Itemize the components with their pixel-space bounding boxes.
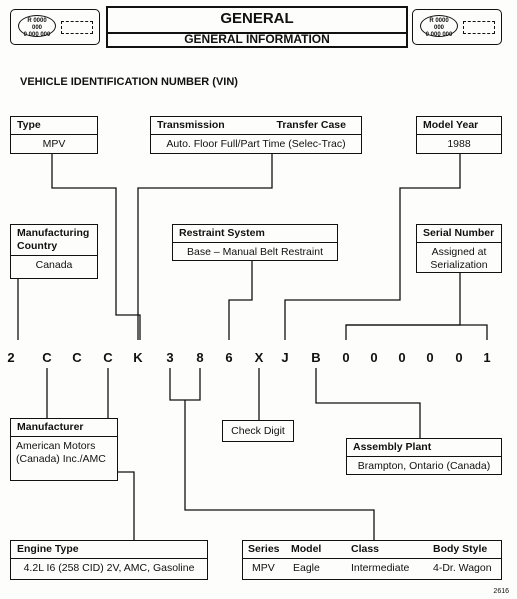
stamp-text: R 0000 — [429, 18, 449, 24]
model-value: Eagle — [293, 562, 320, 574]
vin-char: J — [281, 350, 289, 365]
body-style-label: Body Style — [433, 543, 488, 555]
series-value: MPV — [252, 562, 275, 574]
transmission-box: Transmission Transfer Case Auto. Floor F… — [150, 116, 362, 154]
type-value: MPV — [42, 138, 66, 150]
transfer-case-label: Transfer Case — [276, 119, 346, 131]
model-year-label: Model Year — [417, 117, 501, 135]
stamp-text: 0 000 000 — [425, 32, 453, 38]
vin-char: 2 — [7, 350, 15, 365]
connector-model-year — [284, 153, 461, 340]
vin-char: 6 — [225, 350, 233, 365]
vin-char: C — [103, 350, 113, 365]
vin-char: 3 — [166, 350, 174, 365]
connector-series — [184, 400, 375, 540]
assembly-label: Assembly Plant — [347, 439, 501, 457]
vin-char: 0 — [342, 350, 350, 365]
connector-serial-span — [346, 324, 488, 340]
mfg-country-label: Manufacturing Country — [11, 225, 97, 256]
stamp-text: R 0000 — [27, 18, 47, 24]
series-values: MPV Eagle Intermediate 4-Dr. Wagon — [243, 559, 501, 578]
manufacturer-box: Manufacturer American Motors (Canada) In… — [10, 418, 118, 481]
stamp-left: R 0000 000 0 000 000 — [10, 9, 100, 45]
model-year-value: 1988 — [447, 138, 471, 150]
type-label: Type — [11, 117, 97, 135]
check-digit-box: Check Digit — [222, 420, 294, 442]
connector-assembly — [315, 368, 421, 438]
serial-value: Assigned at Serialization — [430, 246, 488, 271]
manufacturer-label: Manufacturer — [11, 419, 117, 437]
engine-box: Engine Type 4.2L I6 (258 CID) 2V, AMC, G… — [10, 540, 208, 580]
restraint-box: Restraint System Base – Manual Belt Rest… — [172, 224, 338, 261]
page-subtitle: GENERAL INFORMATION — [184, 32, 330, 46]
stamp-oval: R 0000 000 0 000 000 — [420, 15, 458, 38]
vin-char: 0 — [426, 350, 434, 365]
vin-char: 0 — [370, 350, 378, 365]
vin-char: B — [311, 350, 321, 365]
transmission-header: Transmission Transfer Case — [151, 117, 361, 135]
class-value: Intermediate — [351, 562, 410, 574]
vin-char: C — [42, 350, 52, 365]
connector-restraint — [228, 260, 253, 340]
stamp-text: 0 000 000 — [23, 32, 51, 38]
stamp-dashed-box — [463, 21, 495, 34]
restraint-label: Restraint System — [173, 225, 337, 243]
stamp-text: 000 — [433, 25, 444, 31]
vin-char: 0 — [398, 350, 406, 365]
series-box: Series Model Class Body Style MPV Eagle … — [242, 540, 502, 580]
manufacturer-value: American Motors (Canada) Inc./AMC — [16, 440, 106, 465]
serial-label: Serial Number — [417, 225, 501, 243]
stamp-dashed-box — [61, 21, 93, 34]
mfg-country-box: Manufacturing Country Canada — [10, 224, 98, 279]
connector-transmission — [137, 153, 273, 340]
vin-char: 1 — [483, 350, 491, 365]
vin-char: 0 — [455, 350, 463, 365]
stamp-text: 000 — [31, 25, 42, 31]
type-box: Type MPV — [10, 116, 98, 154]
vin-char: K — [133, 350, 143, 365]
model-year-box: Model Year 1988 — [416, 116, 502, 154]
class-label: Class — [351, 543, 380, 555]
serial-box: Serial Number Assigned at Serialization — [416, 224, 502, 273]
section-title: VEHICLE IDENTIFICATION NUMBER (VIN) — [20, 76, 238, 88]
transmission-label: Transmission — [157, 119, 225, 131]
stamp-oval: R 0000 000 0 000 000 — [18, 15, 56, 38]
engine-value: 4.2L I6 (258 CID) 2V, AMC, Gasoline — [23, 562, 195, 574]
assembly-box: Assembly Plant Brampton, Ontario (Canada… — [346, 438, 502, 475]
vin-char: X — [254, 350, 264, 365]
check-digit-value: Check Digit — [231, 425, 285, 437]
assembly-value: Brampton, Ontario (Canada) — [357, 460, 491, 472]
engine-label: Engine Type — [11, 541, 207, 559]
connector-type — [51, 153, 141, 340]
transmission-value: Auto. Floor Full/Part Time (Selec-Trac) — [166, 138, 346, 150]
mfg-country-value: Canada — [35, 259, 73, 271]
connector-serial — [345, 272, 461, 340]
series-label: Series — [248, 543, 280, 555]
series-header: Series Model Class Body Style — [243, 541, 501, 559]
page-number: 2616 — [493, 588, 509, 595]
stamp-right: R 0000 000 0 000 000 — [412, 9, 502, 45]
body-style-value: 4-Dr. Wagon — [433, 562, 492, 574]
vin-char: C — [72, 350, 82, 365]
header-box: GENERAL GENERAL INFORMATION — [106, 6, 408, 48]
connector-series-bracket — [169, 368, 201, 401]
vin-char: 8 — [196, 350, 204, 365]
page-title: GENERAL — [108, 8, 406, 34]
restraint-value: Base – Manual Belt Restraint — [187, 246, 323, 258]
model-label: Model — [291, 543, 322, 555]
